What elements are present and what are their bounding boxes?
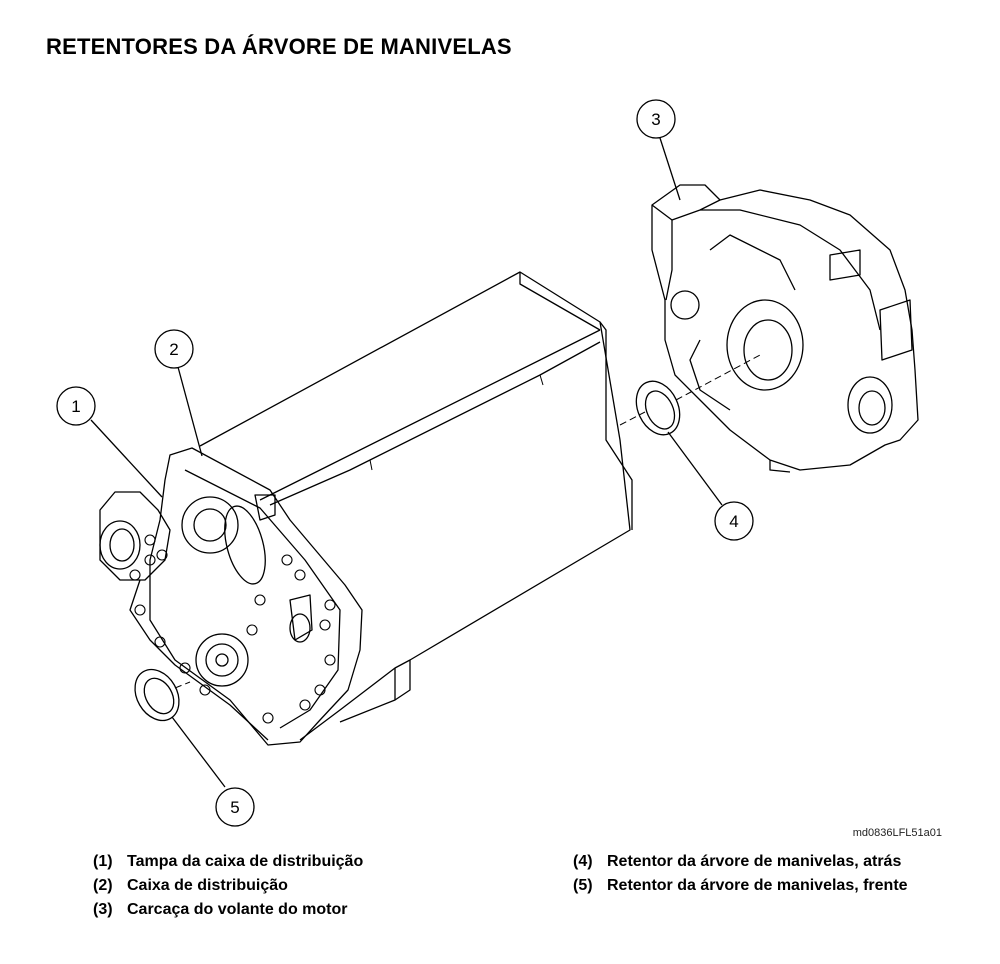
legend-label: Retentor da árvore de manivelas, atrás: [607, 853, 902, 870]
legend-label: Carcaça do volante do motor: [127, 901, 348, 918]
callout-1: 1: [56, 386, 96, 426]
legend-label: Caixa de distribuição: [127, 877, 288, 894]
leader-line-4: [667, 431, 723, 506]
crankshaft-centerline: [174, 354, 761, 689]
svg-text:5: 5: [230, 798, 239, 817]
legend-left-column: (1) Tampa da caixa de distribuição (2) C…: [93, 850, 363, 922]
legend-item: (4) Retentor da árvore de manivelas, atr…: [573, 850, 908, 874]
legend-number: (2): [93, 877, 113, 894]
leader-line-2: [177, 366, 203, 457]
figure-code: md0836LFL51a01: [852, 827, 942, 839]
bolt-heads: [129, 534, 336, 724]
page-title: RETENTORES DA ÁRVORE DE MANIVELAS: [46, 34, 512, 59]
callout-4: 4: [714, 501, 754, 541]
legend-number: (4): [573, 853, 593, 870]
svg-text:3: 3: [651, 110, 660, 129]
callout-2: 2: [154, 329, 194, 369]
callout-5: 5: [215, 787, 255, 827]
legend-number: (1): [93, 853, 113, 870]
legend-label: Tampa da caixa de distribuição: [127, 853, 364, 870]
callout-3: 3: [636, 99, 676, 139]
rear-crank-seal: [635, 380, 681, 436]
flywheel-housing: [651, 184, 919, 473]
leader-line-3: [659, 137, 681, 201]
legend-item: (1) Tampa da caixa de distribuição: [93, 850, 363, 874]
legend-item: (3) Carcaça do volante do motor: [93, 898, 363, 922]
leader-line-5: [171, 716, 226, 788]
svg-text:4: 4: [729, 512, 738, 531]
svg-text:1: 1: [71, 397, 80, 416]
leader-line-1: [90, 419, 163, 498]
svg-text:2: 2: [169, 340, 178, 359]
legend-number: (5): [573, 877, 593, 894]
legend-number: (3): [93, 901, 113, 918]
legend-label: Retentor da árvore de manivelas, frente: [607, 877, 908, 894]
engine-block: [199, 271, 633, 741]
front-crank-seal: [134, 668, 180, 722]
legend-right-column: (4) Retentor da árvore de manivelas, atr…: [573, 850, 908, 898]
legend-item: (2) Caixa de distribuição: [93, 874, 363, 898]
gear-cover: [99, 491, 269, 741]
gear-housing: [149, 447, 363, 746]
legend-item: (5) Retentor da árvore de manivelas, fre…: [573, 874, 908, 898]
